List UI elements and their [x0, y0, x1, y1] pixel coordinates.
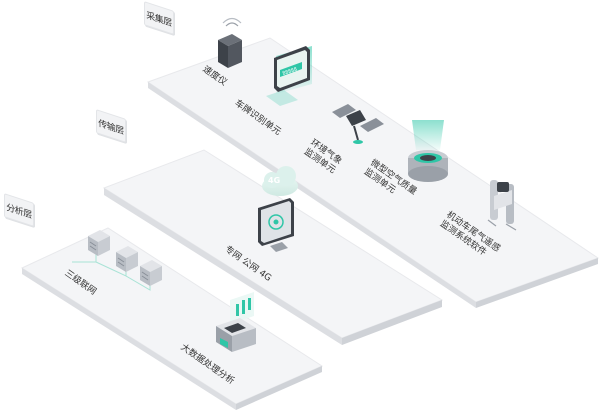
network-4g-badge: 4G [268, 176, 281, 185]
air-quality-monitor-icon [408, 120, 448, 182]
remote-sensing-icon [487, 180, 517, 231]
analysis-platform [20, 227, 324, 410]
server-icon [88, 230, 110, 256]
network-monitor-icon [258, 198, 294, 252]
transfer-platform [102, 149, 444, 345]
svg-text:88888: 88888 [282, 67, 298, 77]
server-icon [116, 246, 138, 272]
network-cloud-icon [262, 166, 298, 196]
speed-radar-icon [218, 17, 242, 68]
plate-recognition-icon: 88888 [266, 46, 312, 106]
big-data-workstation-icon [216, 292, 256, 352]
collect-platform [146, 37, 600, 308]
server-icon [140, 260, 162, 286]
weather-station-icon [332, 104, 384, 144]
